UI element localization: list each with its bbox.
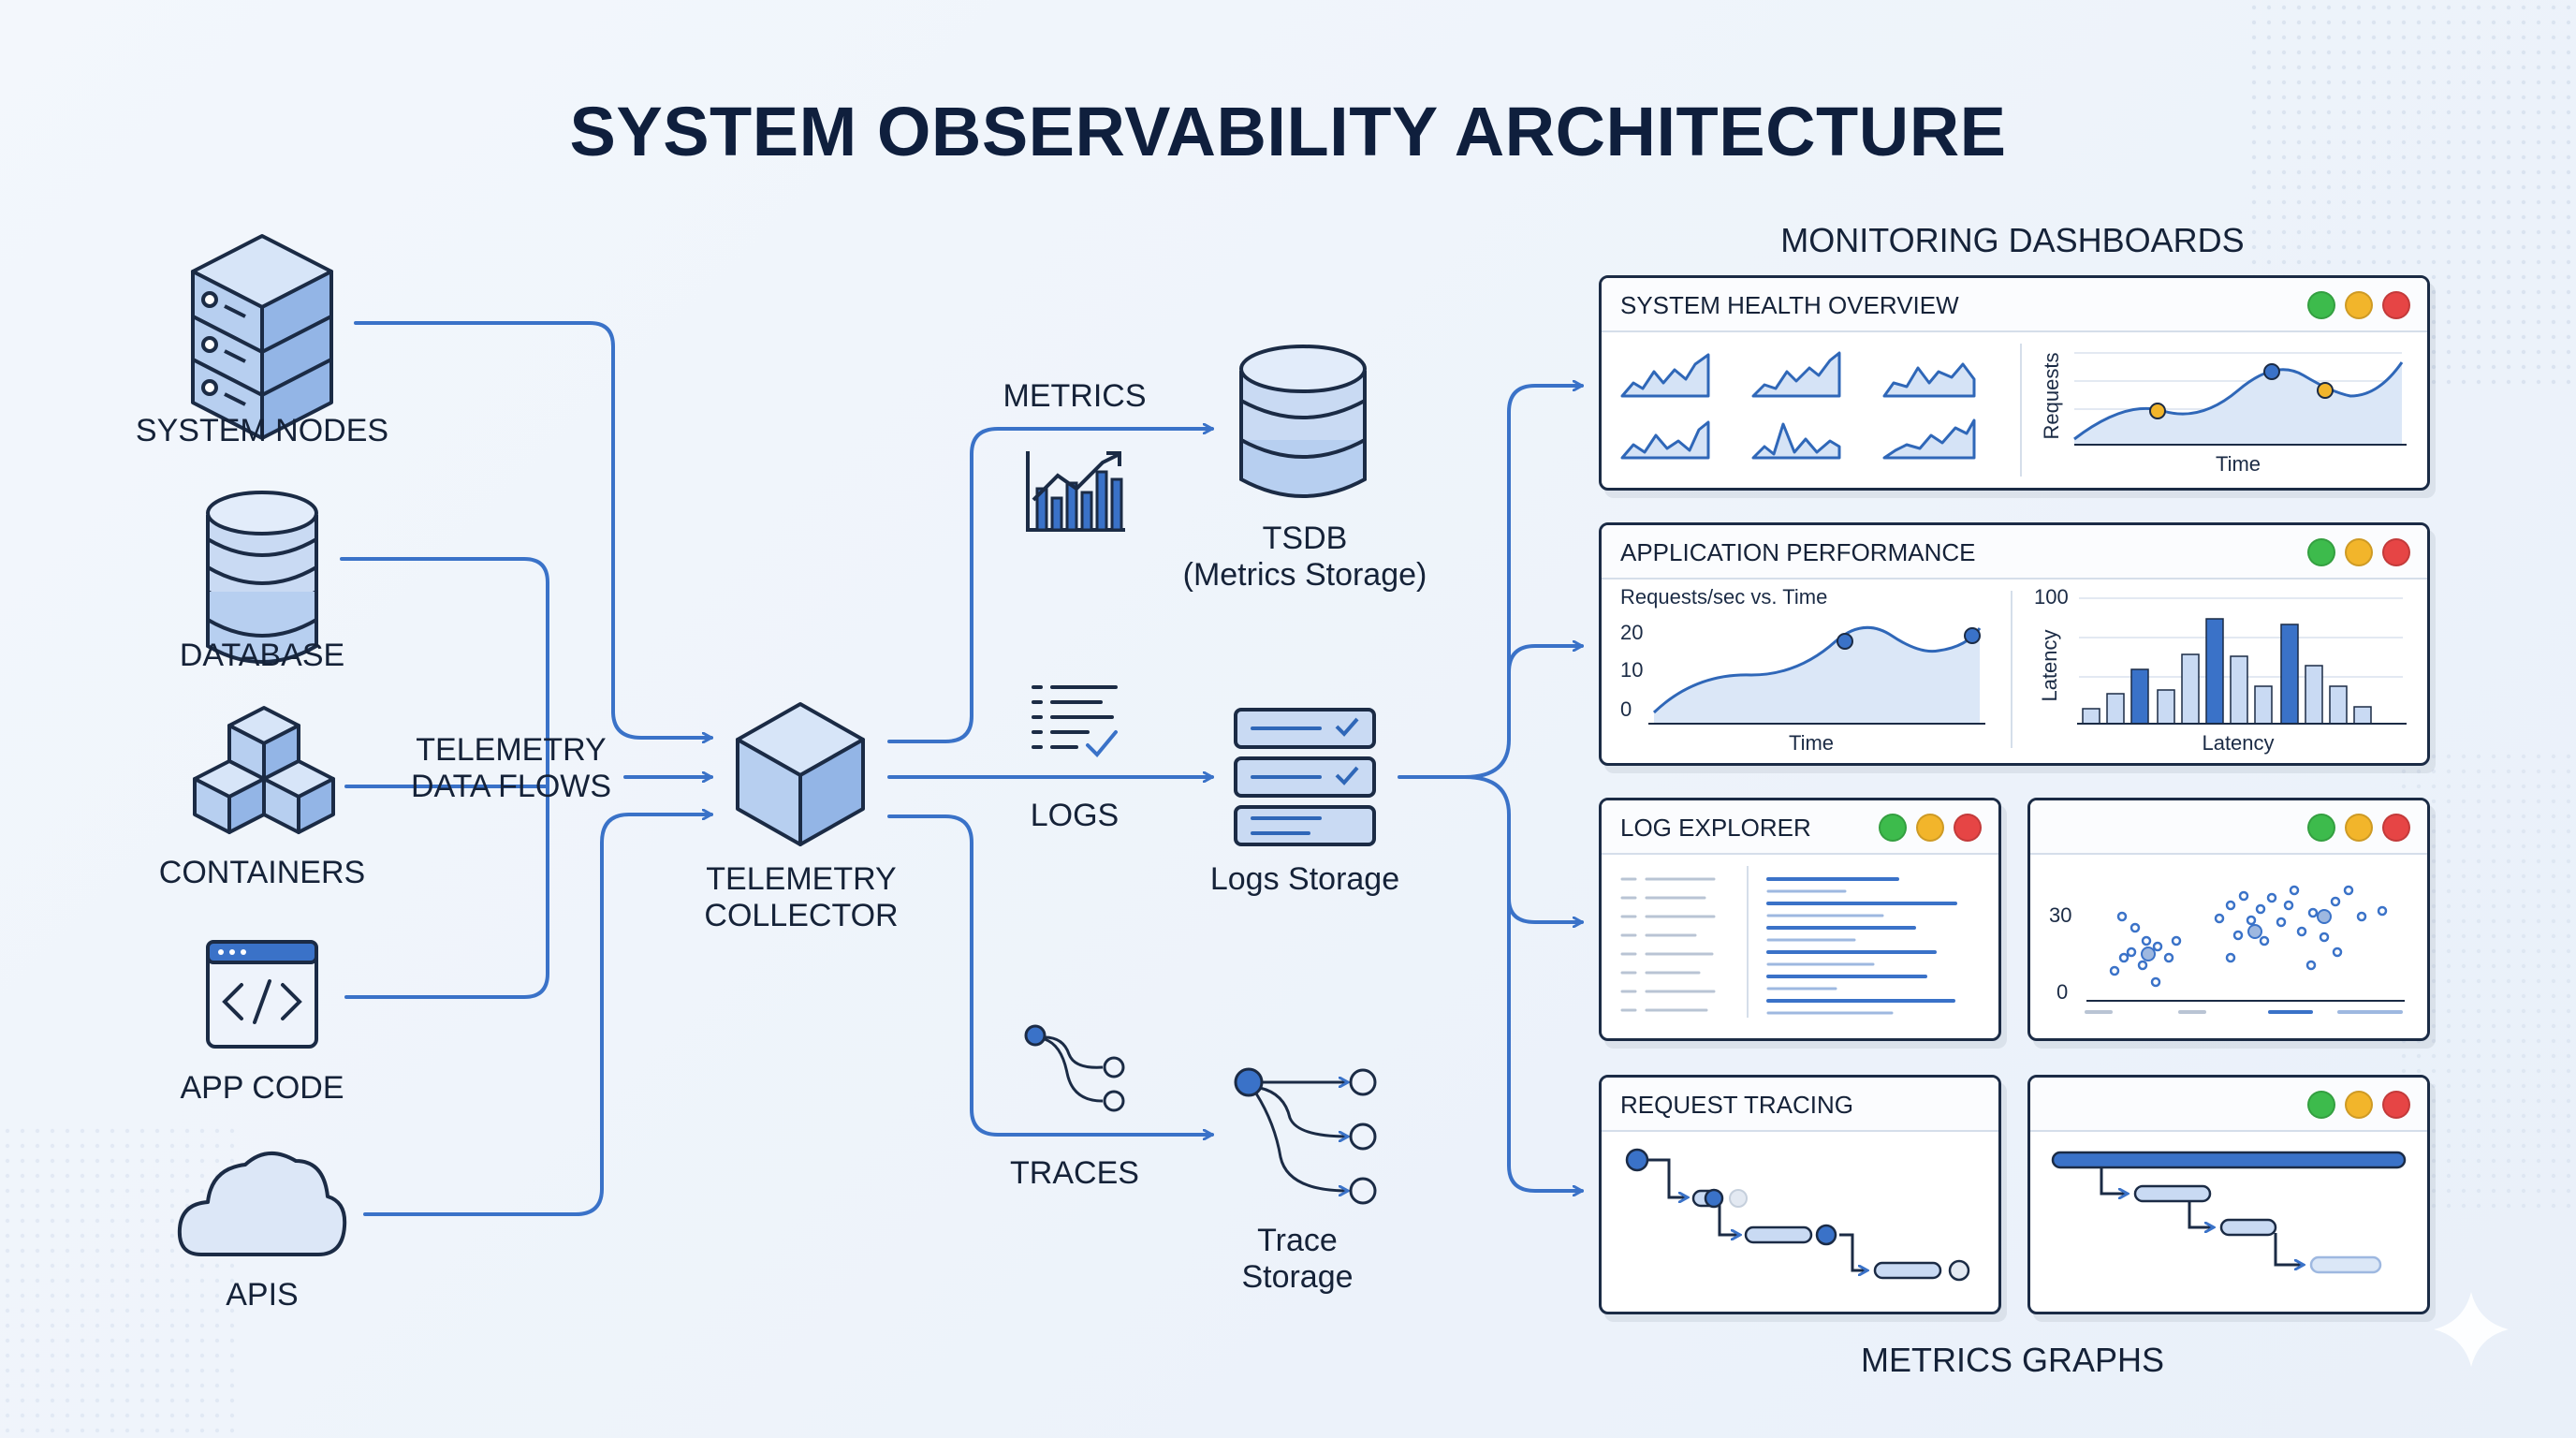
minimize-dot[interactable] bbox=[2345, 538, 2373, 566]
server-stack-icon bbox=[191, 234, 333, 440]
log-storage-icon bbox=[1234, 708, 1376, 846]
trace-tree-icon bbox=[1234, 1067, 1377, 1205]
close-dot[interactable] bbox=[2382, 291, 2410, 319]
stream-label-traces: TRACES bbox=[1010, 1155, 1139, 1191]
health-sparklines: Requests Time bbox=[1620, 344, 2407, 477]
connector-metrics bbox=[887, 429, 1214, 743]
maximize-dot[interactable] bbox=[2307, 1091, 2335, 1119]
window-controls bbox=[2307, 814, 2410, 842]
connector-apis bbox=[363, 814, 713, 1216]
dashboards-heading: MONITORING DASHBOARDS bbox=[1780, 221, 2245, 259]
source-label-app-code: APP CODE bbox=[180, 1070, 344, 1106]
graphs-heading: METRICS GRAPHS bbox=[1860, 1341, 2165, 1379]
panel-system-health[interactable]: SYSTEM HEALTH OVERVIEW bbox=[1599, 275, 2430, 491]
close-dot[interactable] bbox=[1954, 814, 1982, 842]
trace-branch-icon bbox=[1024, 1024, 1125, 1112]
panel-application-performance[interactable]: APPLICATION PERFORMANCE Requests/sec vs.… bbox=[1599, 522, 2430, 766]
bar-ylabel: Latency bbox=[2038, 629, 2061, 701]
stream-label-metrics: METRICS bbox=[1003, 378, 1147, 414]
storage-label-tsdb: TSDB (Metrics Storage) bbox=[1182, 521, 1427, 594]
cloud-icon bbox=[177, 1152, 347, 1256]
code-window-icon bbox=[206, 940, 318, 1049]
flows-label: TELEMETRY DATA FLOWS bbox=[410, 732, 612, 805]
bar-trend-icon bbox=[1026, 451, 1125, 532]
minimize-dot[interactable] bbox=[2345, 814, 2373, 842]
containers-icon bbox=[193, 706, 335, 834]
stream-label-logs: LOGS bbox=[1030, 798, 1120, 833]
close-dot[interactable] bbox=[2382, 1091, 2410, 1119]
database-icon bbox=[206, 491, 318, 664]
maximize-dot[interactable] bbox=[2307, 291, 2335, 319]
connector-database bbox=[340, 557, 549, 999]
minimize-dot[interactable] bbox=[2345, 1091, 2373, 1119]
source-label-apis: APIS bbox=[226, 1277, 299, 1313]
source-label-database: DATABASE bbox=[179, 638, 345, 673]
panel-request-tracing[interactable]: REQUEST TRACING bbox=[1599, 1075, 2001, 1314]
tick-label: 10 bbox=[1620, 658, 1643, 682]
line-chart-xlabel: Time bbox=[1789, 731, 1834, 755]
scatter-plot: 30 0 bbox=[2049, 885, 2405, 1014]
log-lines-icon bbox=[1032, 685, 1118, 757]
maximize-dot[interactable] bbox=[2307, 814, 2335, 842]
maximize-dot[interactable] bbox=[1879, 814, 1907, 842]
tick-label: 0 bbox=[1620, 697, 1632, 721]
window-controls bbox=[2307, 1091, 2410, 1119]
bar-xlabel: Latency bbox=[2202, 731, 2274, 755]
storage-label-trace: Trace Storage bbox=[1241, 1223, 1354, 1296]
panel-title: REQUEST TRACING bbox=[1620, 1091, 1853, 1119]
source-label-system-nodes: SYSTEM NODES bbox=[135, 413, 389, 448]
panel-scatter[interactable]: 30 0 bbox=[2027, 798, 2430, 1041]
tick-label: 30 bbox=[2049, 903, 2071, 927]
tsdb-database-icon bbox=[1239, 345, 1367, 498]
source-label-containers: CONTAINERS bbox=[158, 855, 366, 890]
tick-label: 20 bbox=[1620, 621, 1643, 644]
storage-label-logs: Logs Storage bbox=[1209, 861, 1400, 897]
panel-title: SYSTEM HEALTH OVERVIEW bbox=[1620, 291, 1959, 319]
minimize-dot[interactable] bbox=[2345, 291, 2373, 319]
panel-log-explorer[interactable]: LOG EXPLORER bbox=[1599, 798, 2001, 1041]
panel-trace-gantt[interactable] bbox=[2027, 1075, 2430, 1314]
sparkle-icon bbox=[2434, 1292, 2509, 1367]
maximize-dot[interactable] bbox=[2307, 538, 2335, 566]
minimize-dot[interactable] bbox=[1916, 814, 1944, 842]
page-title: SYSTEM OBSERVABILITY ARCHITECTURE bbox=[569, 93, 2007, 170]
panel-title: LOG EXPLORER bbox=[1620, 814, 1811, 842]
health-xlabel: Time bbox=[2216, 452, 2261, 476]
bar-top-tick: 100 bbox=[2034, 585, 2069, 609]
window-controls bbox=[2307, 538, 2410, 566]
window-controls bbox=[1879, 814, 1982, 842]
tick-label: 0 bbox=[2056, 980, 2068, 1004]
health-ylabel: Requests bbox=[2040, 353, 2063, 440]
cube-icon bbox=[736, 702, 865, 846]
connector-storage-hub bbox=[1398, 386, 1584, 779]
log-explorer-lines bbox=[1620, 866, 1957, 1018]
performance-charts: Requests/sec vs. Time 20 10 0 Time 100 L… bbox=[1620, 585, 2407, 755]
line-chart-title: Requests/sec vs. Time bbox=[1620, 585, 1827, 609]
connector-nodes bbox=[354, 321, 713, 738]
panel-title: APPLICATION PERFORMANCE bbox=[1620, 538, 1976, 566]
trace-waterfall bbox=[1625, 1148, 1970, 1282]
close-dot[interactable] bbox=[2382, 814, 2410, 842]
connector-traces bbox=[887, 814, 1214, 1135]
trace-gantt-chart bbox=[2051, 1151, 2407, 1274]
window-controls bbox=[2307, 291, 2410, 319]
close-dot[interactable] bbox=[2382, 538, 2410, 566]
collector-label: TELEMETRY COLLECTOR bbox=[704, 861, 899, 934]
